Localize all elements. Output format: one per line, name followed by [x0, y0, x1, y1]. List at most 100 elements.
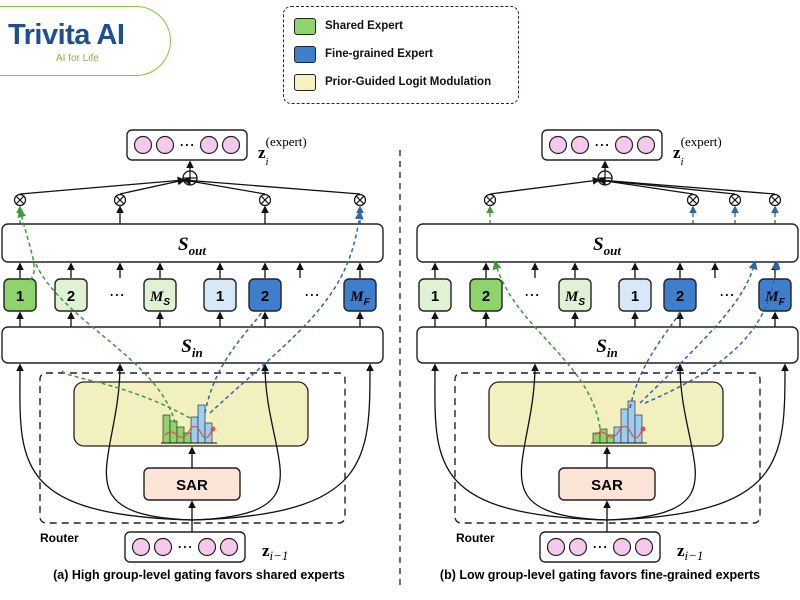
input-label: zi−1: [677, 541, 703, 563]
expert-box-fine: [663, 278, 697, 312]
router-label-b: Router: [456, 531, 495, 545]
route-fine-gate: [639, 260, 758, 404]
expert-label: MS: [149, 289, 170, 308]
s-out-box: [416, 223, 799, 263]
expert-ellipsis: ⋯: [524, 285, 540, 304]
route-shared-extra: [59, 369, 191, 419]
expert-box-fine: [203, 278, 237, 312]
token-circle: [197, 537, 217, 557]
input-token-box: [124, 531, 246, 563]
prior-curve: [164, 425, 214, 439]
expert-box-fine: [248, 278, 282, 312]
expert-label: 2: [482, 288, 490, 305]
expert-box-fine: [618, 278, 652, 312]
skip-connection: [191, 363, 374, 521]
expert-label: 2: [261, 288, 269, 305]
token-circle: [634, 537, 654, 557]
prior-point: [640, 426, 646, 432]
s-in-label: Sin: [596, 336, 617, 360]
route-fine-gate: [209, 210, 364, 414]
expert-box-shared: [418, 278, 452, 312]
expert-box-shared: [143, 278, 177, 312]
skip-connection: [431, 363, 608, 521]
expert-box-shared: [469, 278, 503, 312]
histogram-bar-fine: [190, 416, 199, 444]
histogram-bar-shared: [592, 432, 601, 444]
skip-connection: [16, 363, 193, 521]
logo-tagline: AI for Life: [56, 53, 99, 64]
route-shared-active: [492, 260, 601, 429]
legend-item-prior-guided-logit-modulation: Prior-Guided Logit Modulation: [294, 73, 491, 91]
histogram-bar-shared: [599, 428, 608, 444]
output-label: zi(expert): [258, 134, 307, 168]
expert-label: MF: [349, 289, 370, 308]
histogram-bar-shared: [176, 426, 185, 444]
legend-item-shared-expert: Shared Expert: [294, 17, 403, 35]
router-box: [454, 372, 761, 524]
legend-swatch-pglm: [294, 73, 316, 91]
token-circle: [614, 135, 634, 155]
token-circle: [219, 537, 239, 557]
skip-connection: [191, 363, 281, 521]
s-in-box: [416, 326, 799, 364]
expert-label: 2: [676, 288, 684, 305]
expert-label: 1: [431, 288, 439, 305]
expert-ellipsis: ⋯: [304, 285, 320, 304]
input-label: zi−1: [262, 541, 288, 563]
s-out-label: Sout: [178, 234, 206, 258]
output-token-box: [541, 129, 663, 161]
histogram-bar-shared: [183, 432, 192, 444]
route-fine-gate-2: [644, 260, 781, 404]
prior-curve: [594, 425, 644, 439]
token-circle: [636, 135, 656, 155]
token-circle: [133, 135, 153, 155]
s-in-label: Sin: [181, 336, 202, 360]
expert-box-shared: [3, 278, 37, 312]
legend-swatch-fine: [294, 45, 316, 63]
token-circle: [568, 537, 588, 557]
s-out-box: [1, 223, 384, 263]
expert-label: 1: [216, 288, 224, 305]
expert-ellipsis: ⋯: [109, 285, 125, 304]
skip-connection: [105, 363, 193, 521]
expert-label: 2: [67, 288, 75, 305]
route-shared-active: [34, 261, 176, 424]
skip-connection: [606, 363, 789, 521]
sar-label: SAR: [591, 477, 623, 494]
expert-box-shared: [558, 278, 592, 312]
brand-logo: Trivita AI AI for Life: [0, 6, 171, 76]
token-ellipsis: ⋯: [592, 537, 608, 556]
token-circle: [221, 135, 241, 155]
histogram-bar-shared: [162, 414, 171, 444]
token-circle: [546, 537, 566, 557]
expert-label: 1: [631, 288, 639, 305]
expert-label: 1: [16, 288, 24, 305]
token-ellipsis: ⋯: [177, 537, 193, 556]
route-shared-gate: [17, 208, 35, 281]
legend-label: Prior-Guided Logit Modulation: [325, 76, 492, 88]
prior-point: [210, 426, 216, 432]
legend: Shared Expert Fine-grained Expert Prior-…: [283, 6, 519, 104]
route-fine-active: [204, 311, 263, 414]
caption-b: (b) Low group-level gating favors fine-g…: [439, 568, 761, 582]
route-fine-active: [629, 311, 681, 409]
skip-connection: [606, 363, 696, 521]
expert-label: MS: [564, 289, 585, 308]
output-token-box: [126, 129, 248, 161]
token-circle: [155, 135, 175, 155]
token-circle: [548, 135, 568, 155]
legend-swatch-shared: [294, 17, 316, 35]
expert-box-shared: [54, 278, 88, 312]
sar-label: SAR: [176, 477, 208, 494]
logo-wordmark: Trivita AI: [8, 19, 125, 51]
expert-ellipsis: ⋯: [719, 285, 735, 304]
s-in-box: [1, 326, 384, 364]
caption-a: (a) High group-level gating favors share…: [53, 568, 345, 582]
legend-label: Fine-grained Expert: [325, 48, 433, 60]
token-ellipsis: ⋯: [594, 135, 610, 154]
s-out-label: Sout: [593, 234, 621, 258]
token-circle: [199, 135, 219, 155]
